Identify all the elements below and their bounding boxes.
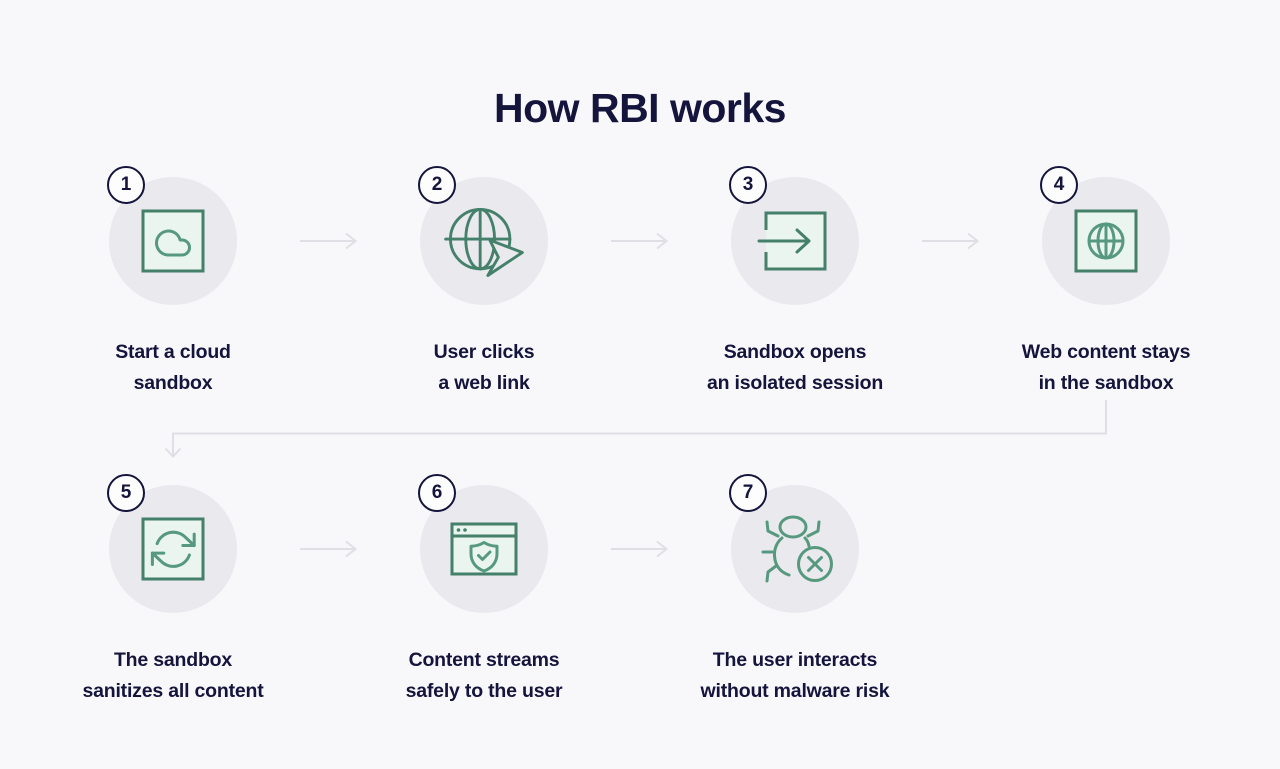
- page-title: How RBI works: [494, 85, 786, 132]
- step-label: Content streams safely to the user: [344, 645, 624, 707]
- step-label: Start a cloud sandbox: [33, 337, 313, 399]
- right-arrow-icon: [300, 232, 358, 250]
- right-arrow-icon: [300, 540, 358, 558]
- step-label-line2: safely to the user: [405, 680, 563, 702]
- step-label: User clicks a web link: [344, 337, 624, 399]
- step-label-line1: The user interacts: [712, 649, 878, 671]
- sanitize-sync-icon: [141, 517, 205, 581]
- step-label-line1: User clicks: [433, 341, 535, 363]
- step-label-line2: sandbox: [133, 372, 213, 394]
- step-label: The user interacts without malware risk: [655, 645, 935, 707]
- step-content-streams-safely: 6 Content streams safely to the user: [344, 468, 624, 728]
- enter-session-icon: [757, 211, 827, 271]
- globe-in-box-icon: [1074, 209, 1138, 273]
- step-label: The sandbox sanitizes all content: [33, 645, 313, 707]
- step-label-line1: Sandbox opens: [723, 341, 867, 363]
- step-number-badge: 1: [107, 166, 145, 204]
- step-label-line1: Start a cloud: [115, 341, 231, 363]
- globe-cursor-icon: [444, 207, 524, 277]
- step-content-stays-in-sandbox: 4 Web content stays in the sandbox: [966, 160, 1246, 420]
- step-label-line1: Content streams: [408, 649, 560, 671]
- no-malware-bug-icon: [761, 515, 833, 583]
- step-number-badge: 5: [107, 474, 145, 512]
- step-sandbox-opens-session: 3 Sandbox opens an isolated session: [655, 160, 935, 420]
- step-label-line2: in the sandbox: [1038, 372, 1174, 394]
- step-user-no-malware-risk: 7 The user interacts without malware ris…: [655, 468, 935, 728]
- step-label-line1: Web content stays: [1021, 341, 1191, 363]
- secure-browser-icon: [450, 522, 518, 576]
- right-arrow-icon: [611, 540, 669, 558]
- step-start-cloud-sandbox: 1 Start a cloud sandbox: [33, 160, 313, 420]
- step-number-badge: 3: [729, 166, 767, 204]
- right-arrow-icon: [611, 232, 669, 250]
- step-label-line2: without malware risk: [700, 680, 890, 702]
- step-user-clicks-link: 2 User clicks a web link: [344, 160, 624, 420]
- cloud-sandbox-icon: [141, 209, 205, 273]
- step-label: Sandbox opens an isolated session: [655, 337, 935, 399]
- step-icon-bubble: [420, 177, 548, 305]
- step-number-badge: 4: [1040, 166, 1078, 204]
- right-arrow-icon: [922, 232, 980, 250]
- step-number-badge: 7: [729, 474, 767, 512]
- step-label-line2: a web link: [438, 372, 530, 394]
- step-label-line1: The sandbox: [113, 649, 233, 671]
- step-label: Web content stays in the sandbox: [966, 337, 1246, 399]
- step-sandbox-sanitizes: 5 The sandbox sanitizes all content: [33, 468, 313, 728]
- step-label-line2: sanitizes all content: [82, 680, 264, 702]
- step-label-line2: an isolated session: [706, 372, 884, 394]
- step-number-badge: 2: [418, 166, 456, 204]
- step-number-badge: 6: [418, 474, 456, 512]
- step-icon-bubble: [1042, 177, 1170, 305]
